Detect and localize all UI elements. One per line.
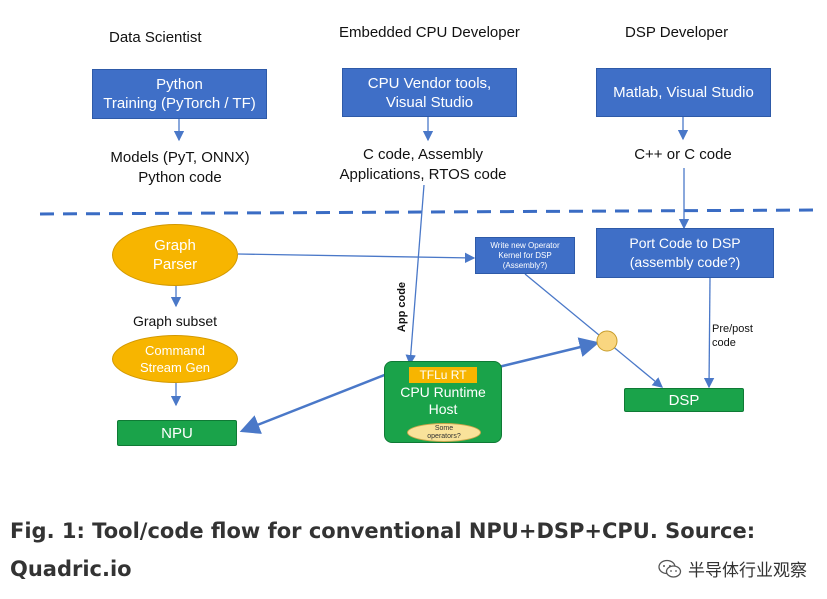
graph-parser-ellipse: Graph Parser [112,224,238,286]
cpp-code-text: C++ or C code [634,146,732,163]
cpu-runtime-host-text: CPU Runtime Host [400,384,486,417]
wechat-icon [658,559,682,578]
port-code-dsp-box: Port Code to DSP (assembly code?) [596,228,774,278]
write-operator-box: Write new Operator Kernel for DSP (Assem… [475,237,575,274]
arrow-port-to-dsp [703,277,715,389]
watermark-text: 半导体行业观察 [688,561,807,580]
graph-subset-text: Graph subset [132,313,218,329]
npu-box: NPU [117,420,237,446]
arrow-parser-to-operator [237,252,476,264]
matlab-vs-box: Matlab, Visual Studio [596,68,771,117]
connectors [39,117,816,434]
some-operators-ellipse: Some operators? [407,423,481,442]
command-stream-gen-ellipse: Command Stream Gen [112,335,238,383]
arrow-app-code [405,184,425,366]
c-code-text: C code, Assembly Applications, RTOS code [339,146,507,183]
tflu-rt-label: TFLu RT [409,367,477,383]
role-embedded-cpu-developer: Embedded CPU Developer [339,24,520,41]
dashed-divider [39,208,816,216]
dsp-box: DSP [624,388,744,412]
python-training-box: Python Training (PyTorch / TF) [92,69,267,119]
flow-diagram: Data Scientist Embedded CPU Developer DS… [39,24,816,446]
arrow-operator-to-dsp [524,273,664,388]
watermark: 半导体行业观察 [658,556,807,581]
role-dsp-developer: DSP Developer [625,24,729,41]
app-code-label: App code [396,281,409,333]
cpu-runtime-host-box: TFLu RT CPU Runtime Host Some operators? [384,361,502,443]
arrow-tflu-to-npu [239,372,388,434]
pre-post-code-label: Pre/post code [712,323,753,349]
models-text: Models (PyT, ONNX) Python code [110,149,250,186]
role-data-scientist: Data Scientist [109,29,202,46]
cpu-vendor-tools-box: CPU Vendor tools, Visual Studio [342,68,517,117]
junction-circle [596,330,618,352]
figure-caption: Fig. 1: Tool/code flow for conventional … [10,519,756,581]
